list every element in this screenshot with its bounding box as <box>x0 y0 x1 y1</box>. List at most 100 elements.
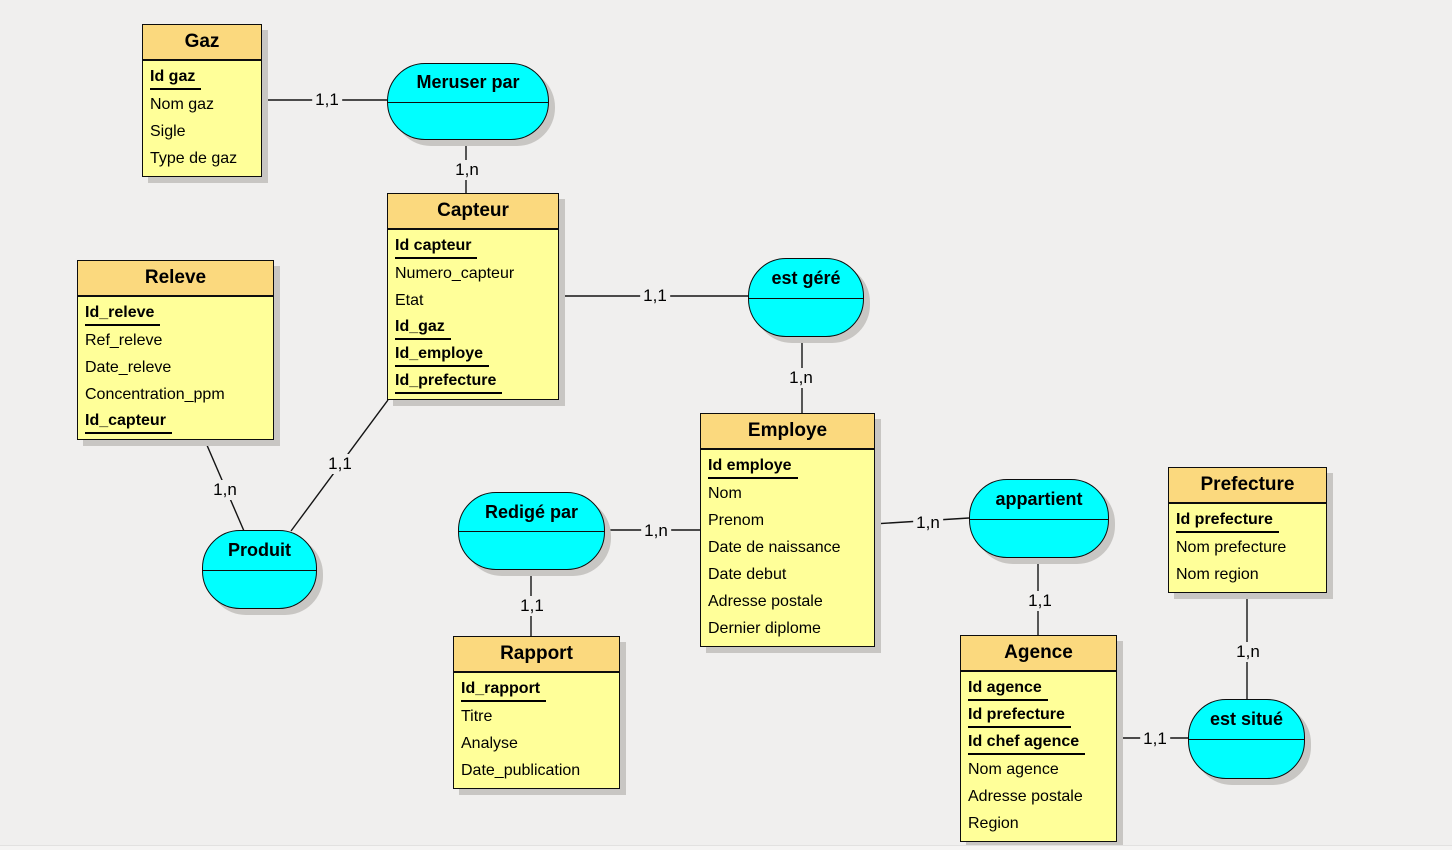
attribute: Nom agence <box>961 756 1116 783</box>
attribute-label: Numero_capteur <box>395 264 515 282</box>
cardinality-label-prefecture-est-situe: 1,n <box>1233 642 1263 662</box>
attribute-label: Id agence <box>968 677 1048 701</box>
cardinality-label-redige-par-rapport: 1,1 <box>517 596 547 616</box>
relationship-title-appartient: appartient <box>995 488 1083 509</box>
attribute-primary-key: Id_employe <box>388 341 558 368</box>
attribute-primary-key: Id_rapport <box>454 676 619 703</box>
attribute-label: Date de naissance <box>708 538 841 556</box>
attribute-label: Nom gaz <box>150 95 215 113</box>
relationship-divider <box>203 569 316 571</box>
cardinality-label-employe-appartient: 1,n <box>913 513 943 533</box>
attribute: Date debut <box>701 561 874 588</box>
attribute-label: Type de gaz <box>150 149 238 167</box>
attribute-label: Id_releve <box>85 302 161 326</box>
relationship-appartient[interactable]: appartient <box>969 479 1109 558</box>
attribute-primary-key: Id chef agence <box>961 729 1116 756</box>
attribute: Region <box>961 810 1116 837</box>
relationship-est-gere[interactable]: est géré <box>748 258 864 337</box>
attribute-primary-key: Id gaz <box>143 64 261 91</box>
attribute: Numero_capteur <box>388 260 558 287</box>
attribute-label: Id capteur <box>395 235 478 259</box>
attribute: Titre <box>454 703 619 730</box>
attribute-label: Id prefecture <box>968 704 1071 728</box>
relationship-divider <box>459 531 604 532</box>
attribute-label: Analyse <box>461 734 518 752</box>
relationship-produit[interactable]: Produit <box>202 530 317 609</box>
attribute-label: Adresse postale <box>968 787 1083 805</box>
attribute-label: Region <box>968 814 1019 832</box>
attribute: Date de naissance <box>701 534 874 561</box>
cardinality-label-meruser-par-capteur: 1,n <box>452 160 482 180</box>
attribute-label: Id_prefecture <box>395 370 503 394</box>
attribute-label: Ref_releve <box>85 331 163 349</box>
relationship-meruser-par[interactable]: Meruser par <box>387 63 549 140</box>
relationship-divider <box>970 518 1108 520</box>
attribute-label: Nom region <box>1176 565 1259 583</box>
attribute-label: Id employe <box>708 455 798 479</box>
attribute-primary-key: Id agence <box>961 675 1116 702</box>
attribute-primary-key: Id prefecture <box>961 702 1116 729</box>
entity-title-agence: Agence <box>961 636 1116 672</box>
entity-title-rapport: Rapport <box>454 637 619 673</box>
attribute-primary-key: Id_capteur <box>78 408 273 435</box>
cardinality-label-est-gere-employe: 1,n <box>786 368 816 388</box>
attribute-label: Id prefecture <box>1176 509 1279 533</box>
relationship-divider <box>749 297 863 299</box>
cardinality-label-appartient-agence: 1,1 <box>1025 591 1055 611</box>
cardinality-label-gaz-meruser-par: 1,1 <box>312 90 342 110</box>
relationship-title-est-gere: est géré <box>771 267 841 288</box>
attribute: Date_publication <box>454 757 619 784</box>
attribute-label: Date_publication <box>461 761 581 779</box>
attribute: Concentration_ppm <box>78 381 273 408</box>
attribute-label: Id_capteur <box>85 410 172 434</box>
attribute: Nom <box>701 480 874 507</box>
attribute-label: Concentration_ppm <box>85 385 225 403</box>
attribute-label: Id_gaz <box>395 316 451 340</box>
attribute-label: Sigle <box>150 122 186 140</box>
attribute-primary-key: Id employe <box>701 453 874 480</box>
cardinality-label-agence-est-situe: 1,1 <box>1140 729 1170 749</box>
relationship-title-produit: Produit <box>228 539 291 560</box>
attribute-label: Date debut <box>708 565 787 583</box>
cardinality-label-employe-redige-par: 1,n <box>641 521 671 541</box>
attribute-label: Id_employe <box>395 343 490 367</box>
relationship-est-situe[interactable]: est situé <box>1188 699 1305 779</box>
entity-title-releve: Releve <box>78 261 273 297</box>
attribute-label: Adresse postale <box>708 592 823 610</box>
attribute-label: Etat <box>395 291 424 309</box>
attribute-primary-key: Id_prefecture <box>388 368 558 395</box>
attribute-primary-key: Id prefecture <box>1169 507 1326 534</box>
relationship-redige-par[interactable]: Redigé par <box>458 492 605 570</box>
entity-agence[interactable]: Agence Id agence Id prefecture Id chef agen… <box>960 635 1117 842</box>
attribute: Sigle <box>143 118 261 145</box>
attribute: Ref_releve <box>78 327 273 354</box>
attribute-label: Nom prefecture <box>1176 538 1287 556</box>
attribute: Nom region <box>1169 561 1326 588</box>
attribute-label: Nom <box>708 484 742 502</box>
bottom-edge <box>0 845 1452 850</box>
cardinality-label-capteur-produit: 1,1 <box>325 454 355 474</box>
attribute: Date_releve <box>78 354 273 381</box>
entity-title-employe: Employe <box>701 414 874 450</box>
attribute-label: Prenom <box>708 511 765 529</box>
attribute: Nom gaz <box>143 91 261 118</box>
attribute-label: Id chef agence <box>968 731 1086 755</box>
attribute: Adresse postale <box>961 783 1116 810</box>
attribute-label: Id gaz <box>150 66 202 90</box>
relationship-title-meruser-par: Meruser par <box>416 72 520 93</box>
attribute-label: Nom agence <box>968 760 1059 778</box>
attribute-primary-key: Id_releve <box>78 300 273 327</box>
attribute-primary-key: Id_gaz <box>388 314 558 341</box>
